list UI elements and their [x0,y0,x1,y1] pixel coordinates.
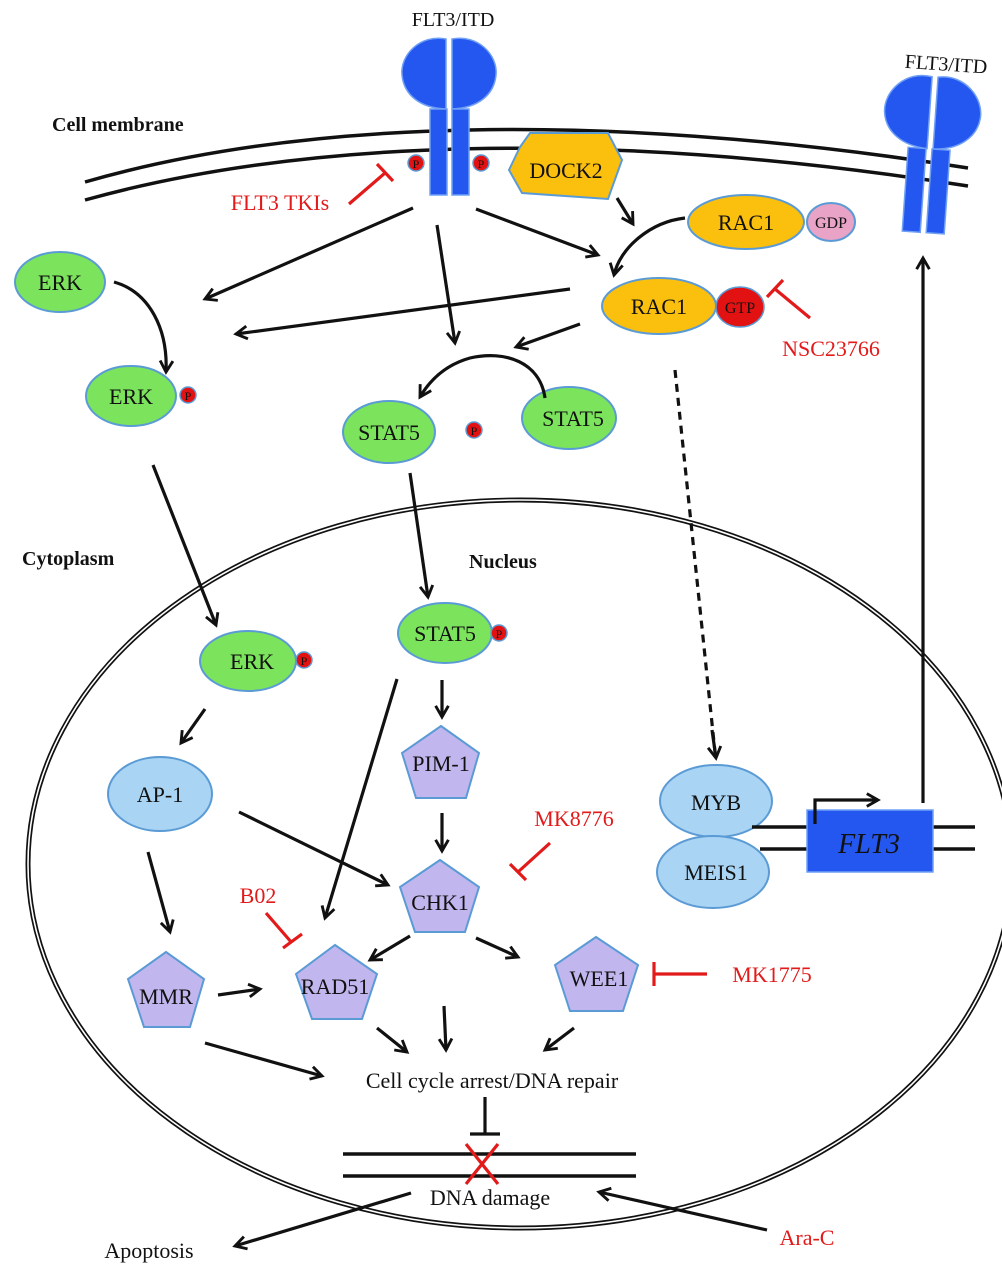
receptor-right-label: FLT3/ITD [904,51,988,79]
svg-text:CHK1: CHK1 [411,890,468,915]
svg-text:MEIS1: MEIS1 [684,860,748,885]
svg-text:P: P [301,654,308,668]
node-mmr: MMR [126,950,206,1028]
arrow-rad51-to-outcome [376,1026,410,1054]
node-flt3-gene: FLT3 [806,809,934,873]
arrow-flt3-transcription [813,792,881,824]
svg-text:WEE1: WEE1 [570,966,629,991]
node-stat5-phospho-cytoplasm: STAT5 P [342,400,483,464]
arrow-chk1-to-rad51 [367,934,411,962]
svg-text:MK8776: MK8776 [534,806,613,831]
drug-ara-c: Ara-C [780,1225,835,1250]
node-rac1-gtp: RAC1 GTP [601,277,765,335]
svg-text:STAT5: STAT5 [358,420,420,445]
arrow-dna-damage-to-apoptosis [232,1191,412,1251]
node-rac1-gdp: RAC1 GDP [687,194,856,250]
activation-arrows [113,197,931,1251]
phospho-label: P [413,157,420,171]
svg-text:ERK: ERK [109,384,153,409]
arrow-mmr-to-rad51 [217,982,263,999]
svg-text:MYB: MYB [691,790,741,815]
flt3-itd-receptor-main: FLT3/ITD P P [401,9,497,196]
svg-text:FLT3 TKIs: FLT3 TKIs [231,190,329,215]
gdp-label: GDP [815,215,847,232]
arrow-wee1-to-outcome [542,1026,575,1052]
phospho-label: P [478,157,485,171]
svg-text:RAC1: RAC1 [631,294,687,319]
inhibitor-mk8776: MK8776 [508,806,614,882]
node-stat5-phospho-nucleus: STAT5 P [397,602,508,664]
outcome-dna-damage: DNA damage [430,1185,550,1210]
svg-text:RAC1: RAC1 [718,210,774,235]
arrow-ap1-to-chk1 [238,810,391,888]
node-rad51: RAD51 [294,943,379,1020]
node-wee1: WEE1 [553,935,640,1012]
svg-text:ERK: ERK [230,649,274,674]
inhibitor-nsc23766: NSC23766 [765,278,880,361]
gtp-label: GTP [725,300,755,317]
arrow-chk1-to-outcome [437,1005,454,1053]
flt3-itd-receptor-right: FLT3/ITD [883,51,988,235]
svg-text:FLT3: FLT3 [837,829,900,860]
arrow-erk-phosphorylation [113,280,175,375]
label-cell-membrane: Cell membrane [52,114,184,136]
svg-text:STAT5: STAT5 [542,406,604,431]
node-meis1: MEIS1 [656,835,770,909]
svg-text:MMR: MMR [139,984,193,1009]
outcome-cell-cycle-arrest: Cell cycle arrest/DNA repair [366,1068,619,1093]
arrow-erk-nuclear-translocation [151,464,220,628]
svg-text:RAD51: RAD51 [301,974,369,999]
dna-damage-strands [343,1143,636,1185]
arrow-chk1-to-wee1 [475,936,521,960]
svg-text:DOCK2: DOCK2 [529,158,602,183]
node-pim1: PIM-1 [400,724,481,799]
arrow-stat5-nuclear-translocation [408,472,435,600]
arrow-dock2-to-rac1 [615,197,635,227]
inhibitor-mk1775: MK1775 [652,962,812,987]
arrow-stat5-to-rad51 [320,678,399,921]
svg-text:PIM-1: PIM-1 [412,751,469,776]
label-nucleus: Nucleus [469,551,537,573]
arrow-flt3-to-rac1 [475,207,601,259]
arrow-rac1-gdp-to-gtp [608,216,686,278]
svg-text:P: P [496,627,503,641]
inhibitor-b02: B02 [240,883,303,950]
arrow-stat5-phosphorylation [418,354,547,400]
node-erk-phospho-cytoplasm: ERK P [85,365,197,427]
inhibitor-flt3-tkis: FLT3 TKIs [231,162,395,215]
nuclear-envelope [25,497,1002,1231]
arrow-rac1-to-myb-dashed [673,369,717,753]
label-cytoplasm: Cytoplasm [22,548,115,570]
arrow-flt3-to-stat5 [435,224,461,346]
node-dock2: DOCK2 [507,132,624,201]
receptor-main-label: FLT3/ITD [412,9,495,31]
svg-text:P: P [471,424,478,438]
node-myb: MYB [659,764,773,838]
node-stat5-inactive: STAT5 [521,386,617,450]
inhibition-cellcycle-dna [470,1097,500,1136]
node-erk-phospho-nucleus: ERK P [199,630,313,692]
node-ap1: AP-1 [107,756,213,832]
svg-text:NSC23766: NSC23766 [782,336,880,361]
arrow-rac1-to-stat5 [513,322,581,351]
outcome-apoptosis: Apoptosis [104,1238,193,1263]
arrow-ap1-to-mmr [146,851,175,935]
arrow-erk-to-ap1 [179,708,207,746]
arrow-mmr-to-outcome [204,1041,325,1081]
svg-text:MK1775: MK1775 [732,962,811,987]
svg-text:B02: B02 [240,883,277,908]
node-erk-inactive: ERK [14,251,106,313]
arrow-flt3-to-erk [202,206,414,302]
svg-text:STAT5: STAT5 [414,621,476,646]
svg-text:P: P [185,389,192,403]
arrow-rac1-to-erk [233,287,571,341]
svg-text:ERK: ERK [38,270,82,295]
arrow-arac-to-dna-damage [596,1186,768,1232]
node-chk1: CHK1 [398,858,481,933]
svg-text:AP-1: AP-1 [137,782,183,807]
